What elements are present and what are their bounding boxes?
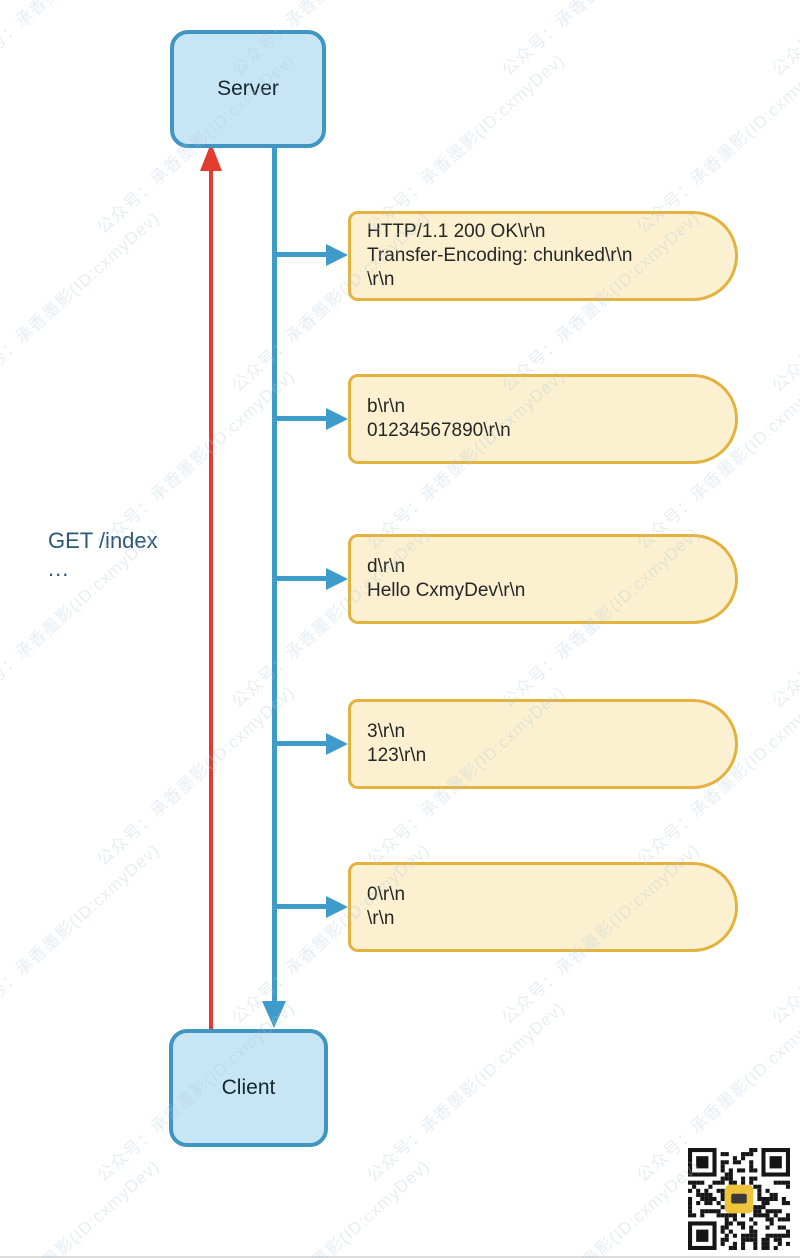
chunk-line: 123\r\n xyxy=(367,745,427,766)
request-text: GET /index xyxy=(48,528,158,553)
arrow-right-icon xyxy=(326,568,348,590)
chunk-line: \r\n xyxy=(367,269,395,290)
watermark-text: 公众号：承香墨影(ID:cxmyDev) xyxy=(363,998,569,1186)
watermark-text: 公众号：承香墨影(ID:cxmyDev) xyxy=(633,50,800,238)
arrow-down-icon xyxy=(262,1001,286,1028)
arrow-right-icon xyxy=(326,733,348,755)
client-label: Client xyxy=(221,1076,276,1099)
watermark-text: 公众号：承香墨影(ID:cxmyDev) xyxy=(93,682,299,870)
chunk-box-3: 3\r\n 123\r\n xyxy=(348,699,738,789)
chunk-line: Hello CxmyDev\r\n xyxy=(367,580,526,601)
chunk-box-headers: HTTP/1.1 200 OK\r\n Transfer-Encoding: c… xyxy=(348,211,738,301)
server-label: Server xyxy=(217,77,279,100)
chunk-line: 3\r\n xyxy=(367,721,406,742)
arrow-up-icon xyxy=(200,143,222,171)
chunk-box-1: b\r\n 01234567890\r\n xyxy=(348,374,738,464)
watermark-text: 公众号：承香墨影(ID:cxmyDev) xyxy=(93,366,299,554)
chunk-line: Transfer-Encoding: chunked\r\n xyxy=(367,245,633,266)
arrow-right-icon xyxy=(326,244,348,266)
watermark-text: 公众号：承香墨影(ID:cxmyDev) xyxy=(498,1156,704,1258)
arrow-right-icon xyxy=(326,896,348,918)
watermark-text: 公众号：承香墨影(ID:cxmyDev) xyxy=(768,208,800,396)
bottom-border xyxy=(0,1256,800,1258)
chunk-box-2: d\r\n Hello CxmyDev\r\n xyxy=(348,534,738,624)
watermark-text: 公众号：承香墨影(ID:cxmyDev) xyxy=(0,840,164,1028)
server-node: Server xyxy=(170,30,326,148)
watermark-text: 公众号：承香墨影(ID:cxmyDev) xyxy=(228,1156,434,1258)
request-line xyxy=(209,168,213,1029)
chunk-box-terminator: 0\r\n \r\n xyxy=(348,862,738,952)
client-node: Client xyxy=(169,1029,328,1147)
watermark-text: 公众号：承香墨影(ID:cxmyDev) xyxy=(495,0,704,80)
chunk-line: HTTP/1.1 200 OK\r\n xyxy=(367,221,546,242)
request-label: GET /index ... xyxy=(48,528,158,582)
chunk-line: \r\n xyxy=(367,908,395,929)
chunk-line: 01234567890\r\n xyxy=(367,420,511,441)
watermark-text: 公众号：承香墨影(ID:cxmyDev) xyxy=(768,840,800,1028)
qr-code xyxy=(688,1148,790,1250)
chunk-line: d\r\n xyxy=(367,556,406,577)
chunk-line: 0\r\n xyxy=(367,884,406,905)
watermark-text: 公众号：承香墨影(ID:cxmyDev) xyxy=(363,50,569,238)
chunk-line: b\r\n xyxy=(367,396,406,417)
response-lifeline xyxy=(272,140,277,1003)
request-ellipsis: ... xyxy=(48,556,70,581)
arrow-right-icon xyxy=(326,408,348,430)
watermark-text: 公众号：承香墨影(ID:cxmyDev) xyxy=(0,0,164,80)
watermark-text: 公众号：承香墨影(ID:cxmyDev) xyxy=(0,208,164,396)
watermark-text: 公众号：承香墨影(ID:cxmyDev) xyxy=(0,1156,164,1258)
watermark-text: 公众号：承香墨影(ID:cxmyDev) xyxy=(765,0,800,80)
watermark-text: 公众号：承香墨影(ID:cxmyDev) xyxy=(768,524,800,712)
